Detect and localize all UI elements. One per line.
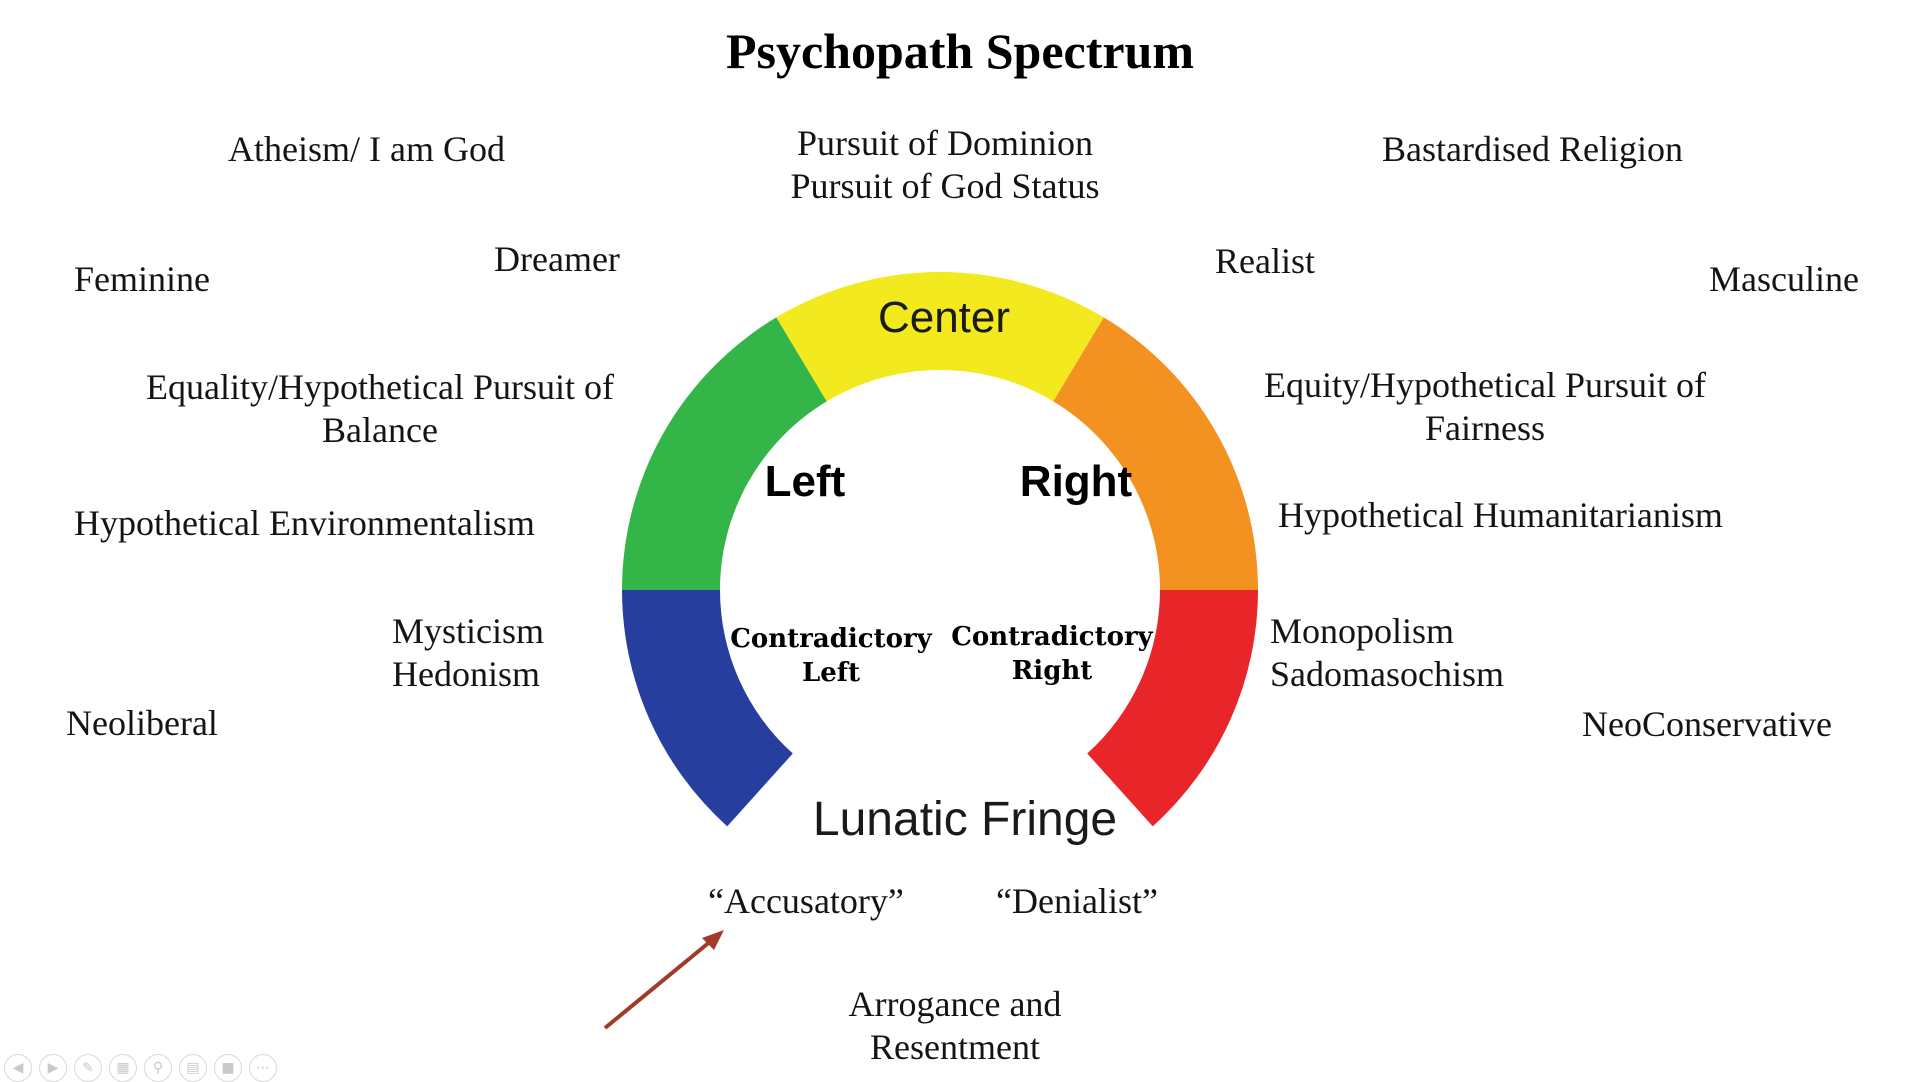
label-accusatory: “Accusatory” bbox=[708, 881, 904, 921]
label-masculine: Masculine bbox=[1709, 259, 1859, 299]
label-dreamer: Dreamer bbox=[494, 239, 620, 279]
label-pursuit-dominion: Pursuit of Dominion bbox=[796, 123, 1093, 163]
label-realist: Realist bbox=[1215, 241, 1315, 281]
more-icon[interactable]: ⋯ bbox=[249, 1054, 277, 1082]
arrow-head bbox=[702, 930, 724, 950]
label-equity-line1: Equity/Hypothetical Pursuit of bbox=[1264, 365, 1706, 405]
label-hedonism: Hedonism bbox=[392, 654, 540, 694]
slideshow-toolbar: ◀ ▶ ✎ ▦ ⚲ ▤ ■ ⋯ bbox=[4, 1054, 277, 1082]
label-equity-line2: Fairness bbox=[1425, 408, 1545, 448]
wheel-label-left: Left bbox=[765, 457, 846, 506]
label-feminine: Feminine bbox=[74, 259, 210, 299]
wheel-label-contradictory-left-2: Left bbox=[802, 658, 860, 688]
segment-contradictory-left bbox=[622, 590, 793, 827]
prev-icon[interactable]: ◀ bbox=[4, 1054, 32, 1082]
segment-left bbox=[622, 317, 827, 590]
label-arrogance-line1: Arrogance and bbox=[848, 984, 1062, 1024]
label-environmentalism: Hypothetical Environmentalism bbox=[74, 503, 535, 543]
segment-right bbox=[1053, 317, 1258, 590]
wheel-label-lunatic-fringe: Lunatic Fringe bbox=[813, 793, 1117, 846]
camera-off-icon[interactable]: ■ bbox=[214, 1054, 242, 1082]
arrow-shaft bbox=[603, 934, 719, 1030]
label-bastardised-religion: Bastardised Religion bbox=[1382, 129, 1683, 169]
label-sadomasochism: Sadomasochism bbox=[1270, 654, 1504, 694]
segment-contradictory-right bbox=[1087, 590, 1258, 827]
page-title: Psychopath Spectrum bbox=[725, 23, 1195, 79]
wheel-label-contradictory-right-2: Right bbox=[1012, 656, 1093, 686]
segment-center bbox=[776, 272, 1104, 402]
label-atheism: Atheism/ I am God bbox=[228, 129, 505, 169]
label-humanitarianism: Hypothetical Humanitarianism bbox=[1278, 495, 1723, 535]
zoom-icon[interactable]: ⚲ bbox=[144, 1054, 172, 1082]
play-icon[interactable]: ▶ bbox=[39, 1054, 67, 1082]
wheel-label-contradictory-left-1: Contradictory bbox=[730, 624, 932, 654]
label-equality-line2: Balance bbox=[322, 410, 438, 450]
label-mysticism: Mysticism bbox=[392, 611, 545, 651]
spectrum-wheel: Center Left Right Contradictory Left Con… bbox=[622, 272, 1258, 846]
label-equality-line1: Equality/Hypothetical Pursuit of bbox=[146, 367, 614, 407]
wheel-label-center: Center bbox=[878, 293, 1010, 342]
wheel-label-contradictory-right-1: Contradictory bbox=[951, 622, 1153, 652]
subtitles-icon[interactable]: ▤ bbox=[179, 1054, 207, 1082]
label-pursuit-god-status: Pursuit of God Status bbox=[790, 166, 1100, 206]
label-arrogance-line2: Resentment bbox=[870, 1027, 1040, 1067]
pointer-arrow bbox=[603, 930, 724, 1030]
pen-icon[interactable]: ✎ bbox=[74, 1054, 102, 1082]
label-denialist: “Denialist” bbox=[996, 881, 1158, 921]
label-monopolism: Monopolism bbox=[1270, 611, 1455, 651]
wheel-label-right: Right bbox=[1020, 457, 1133, 506]
label-neoconservative: NeoConservative bbox=[1582, 704, 1832, 744]
slides-icon[interactable]: ▦ bbox=[109, 1054, 137, 1082]
label-neoliberal: Neoliberal bbox=[66, 703, 218, 743]
